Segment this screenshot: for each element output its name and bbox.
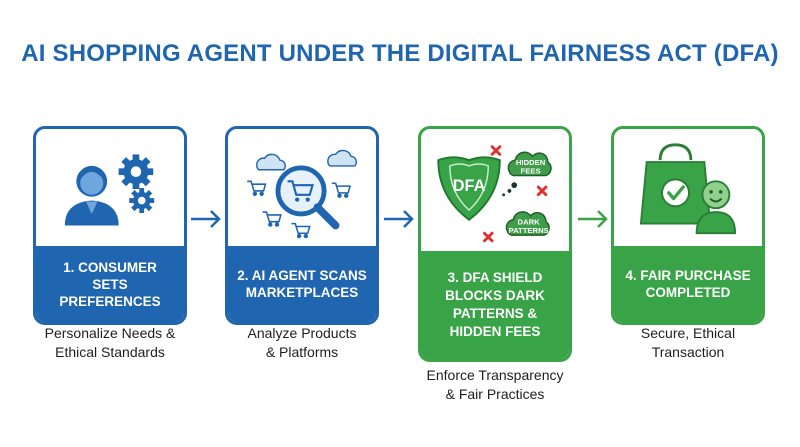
step-card-dfa-shield: DFA HIDDEN FEES DARK PATTERNS 3. DFA SHI… — [418, 126, 572, 362]
dark-patterns-label: DARK — [518, 218, 541, 227]
step-description: Secure, Ethical Transaction — [640, 325, 736, 360]
step-label: 4. FAIR PURCHASE COMPLETED — [614, 246, 762, 322]
step-description: Personalize Needs & Ethical Standards — [44, 325, 176, 360]
arrow-right-icon — [578, 210, 608, 228]
magnifier-carts-icon — [247, 149, 358, 239]
arrow-right-icon — [191, 210, 221, 228]
shield-label: DFA — [453, 177, 486, 195]
dfa-shield-icon: DFA HIDDEN FEES DARK PATTERNS — [437, 145, 552, 243]
hidden-fees-label: HIDDEN — [516, 158, 546, 167]
dark-patterns-label: PATTERNS — [509, 226, 549, 235]
shopping-bag-check-icon — [639, 143, 737, 235]
page-title: AI SHOPPING AGENT UNDER THE DIGITAL FAIR… — [21, 40, 779, 67]
hidden-fees-label: FEES — [521, 167, 541, 176]
step-label: 1. CONSUMER SETS PREFERENCES — [36, 246, 184, 322]
step-card-ai-scan: 2. AI AGENT SCANS MARKETPLACES — [225, 126, 379, 325]
step-card-fair-purchase: 4. FAIR PURCHASE COMPLETED — [611, 126, 765, 325]
step-label: 2. AI AGENT SCANS MARKETPLACES — [228, 246, 376, 322]
step-card-consumer-preferences: 1. CONSUMER SETS PREFERENCES — [33, 126, 187, 325]
arrow-right-icon — [384, 210, 414, 228]
step-description: Enforce Transparency & Fair Practices — [426, 367, 564, 402]
consumer-gears-icon — [64, 154, 155, 226]
step-label: 3. DFA SHIELD BLOCKS DARK PATTERNS & HID… — [421, 251, 569, 359]
step-description: Analyze Products & Platforms — [247, 325, 357, 360]
